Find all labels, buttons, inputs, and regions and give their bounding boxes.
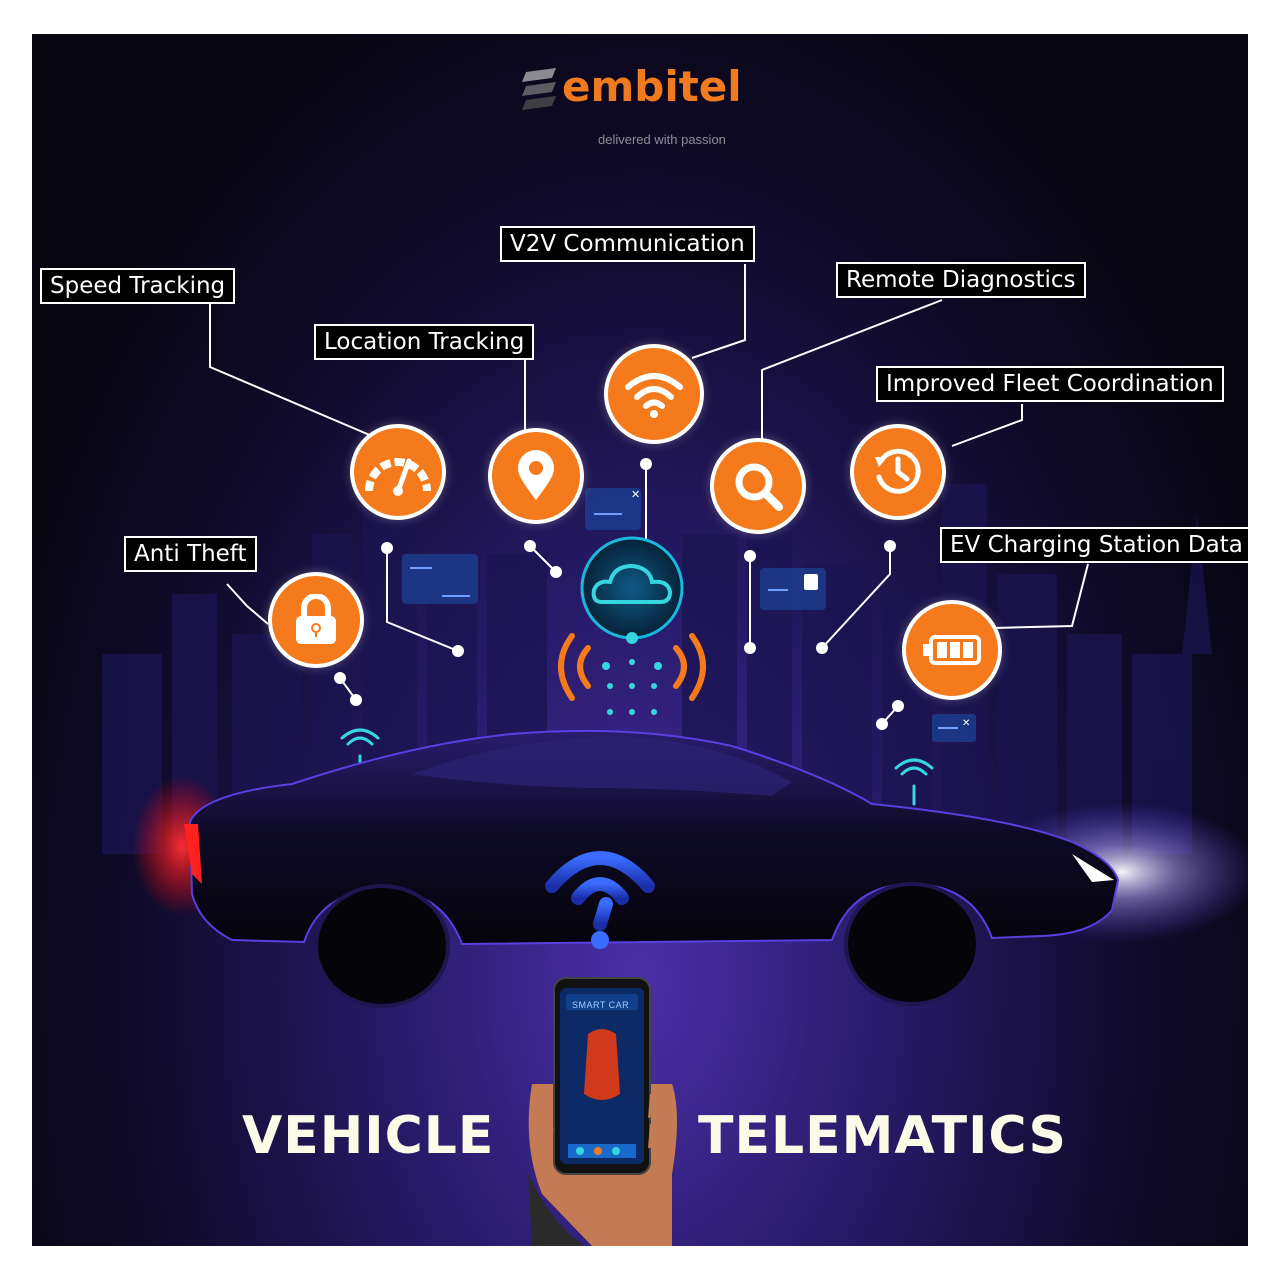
- location-tracking-circle: [488, 428, 584, 524]
- clock-history-icon: [875, 448, 921, 494]
- brand-tagline: delivered with passion: [598, 132, 726, 147]
- padlock-icon: [296, 594, 336, 644]
- title-vehicle: VEHICLE: [242, 1106, 495, 1166]
- battery-icon: [923, 635, 981, 665]
- phone-in-hand: [528, 977, 677, 1246]
- magnifier-icon: [735, 463, 783, 511]
- label-speed-tracking: Speed Tracking: [40, 268, 236, 304]
- label-ev-charging-station-data: EV Charging Station Data: [940, 527, 1248, 563]
- wifi-icon: [625, 373, 683, 418]
- cloud-hub: [558, 536, 706, 715]
- poster: ✕ ✕: [32, 34, 1248, 1246]
- label-remote-diagnostics: Remote Diagnostics: [836, 262, 1086, 298]
- ev-charging-circle: [902, 600, 1002, 700]
- fleet-coordination-circle: [850, 424, 946, 520]
- wifi-marker-right: [894, 758, 934, 806]
- label-location-tracking: Location Tracking: [314, 324, 535, 360]
- phone-app-title: SMART CAR: [572, 1000, 630, 1010]
- speedometer-icon: [365, 458, 431, 496]
- anti-theft-circle: [268, 572, 364, 668]
- car-silhouette: [184, 729, 1120, 1008]
- remote-diagnostics-circle: [710, 438, 806, 534]
- logo-mark-icon: [522, 68, 556, 110]
- brand-name: embitel: [562, 62, 742, 111]
- label-improved-fleet-coordination: Improved Fleet Coordination: [876, 366, 1224, 402]
- connector-lines: [209, 264, 1089, 725]
- ui-cards: ✕ ✕: [402, 488, 976, 742]
- svg-text:✕: ✕: [631, 488, 640, 501]
- brand-logo: embitel delivered with passion: [522, 62, 762, 147]
- svg-text:✕: ✕: [962, 718, 970, 729]
- label-v2v-communication: V2V Communication: [500, 226, 755, 262]
- car-wifi-icon: [545, 851, 655, 931]
- v2v-communication-circle: [604, 344, 704, 444]
- map-pin-icon: [518, 450, 554, 500]
- title-telematics: TELEMATICS: [698, 1106, 1067, 1166]
- label-anti-theft: Anti Theft: [124, 536, 257, 572]
- scene-illustration: ✕ ✕: [102, 264, 1248, 1246]
- speed-tracking-circle: [350, 424, 446, 520]
- connector-dots: [334, 458, 904, 730]
